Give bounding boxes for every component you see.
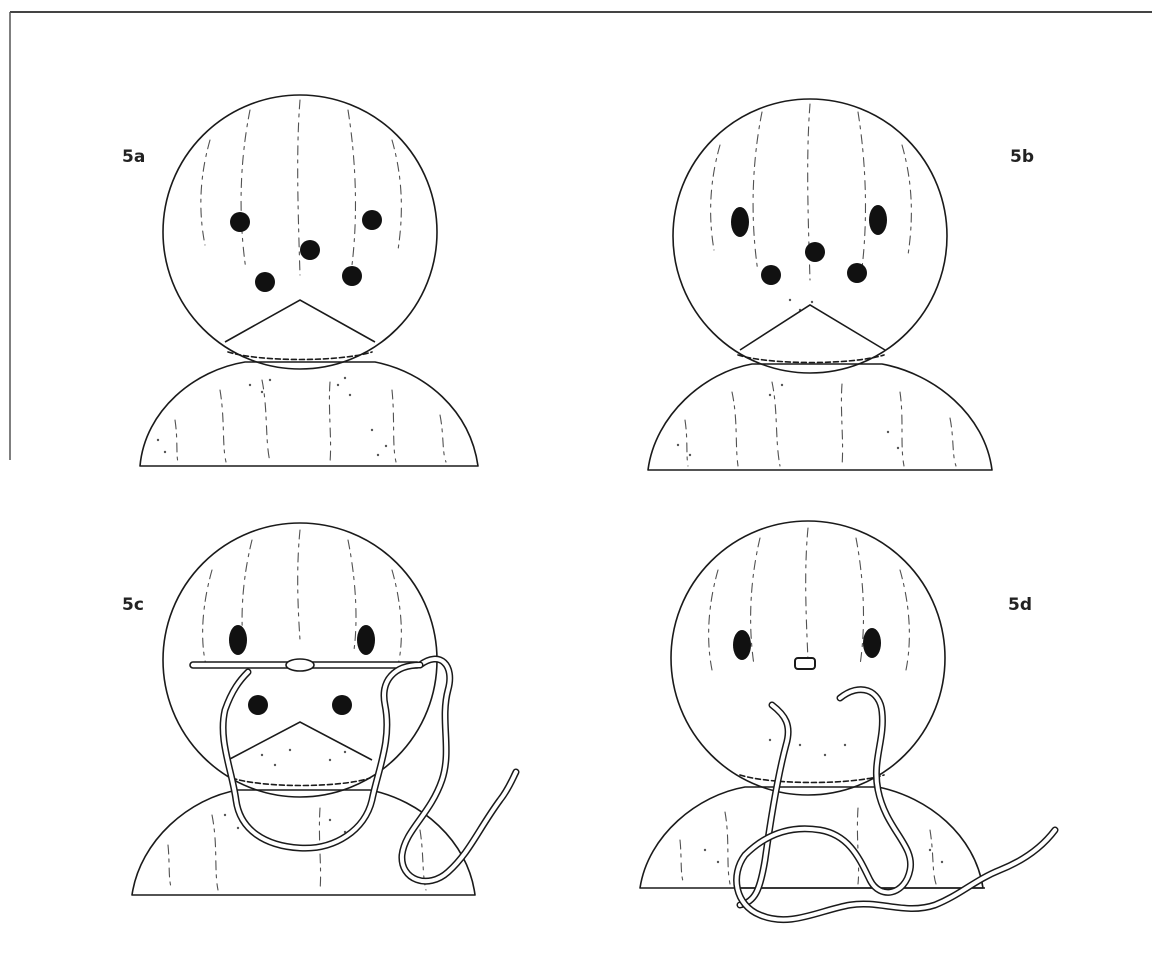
nose-bead: [300, 240, 320, 260]
left-eye-bead: [230, 212, 250, 232]
right-eye: [863, 628, 881, 658]
left-eye: [733, 630, 751, 660]
panel-5b: 5b: [648, 99, 1034, 470]
neck-cord: [232, 778, 370, 786]
head-shape: [673, 99, 947, 373]
panel-5c: 5c: [122, 523, 516, 895]
chin-thread: [228, 722, 372, 760]
right-cheek-bead: [332, 695, 352, 715]
right-eye-bead: [362, 210, 382, 230]
right-eye: [869, 205, 887, 235]
body-shape: [140, 362, 478, 466]
right-cheek-bead: [847, 263, 867, 283]
nose-bead-on-needle: [286, 659, 314, 671]
neck-cord: [228, 352, 372, 360]
nose-bead: [795, 658, 815, 669]
panel-label: 5a: [122, 147, 145, 167]
body-shape: [648, 364, 992, 470]
right-eye: [357, 625, 375, 655]
right-cheek-bead: [342, 266, 362, 286]
left-cheek-bead: [248, 695, 268, 715]
neck-stipple: [157, 377, 387, 456]
head-shape: [163, 95, 437, 369]
chin-thread: [740, 305, 885, 350]
nose-bead: [805, 242, 825, 262]
neck-cord: [738, 355, 884, 363]
left-cheek-bead: [761, 265, 781, 285]
body-hatching: [175, 380, 446, 462]
left-cheek-bead: [255, 272, 275, 292]
left-eye: [229, 625, 247, 655]
neck-cord: [740, 775, 884, 783]
yarn: [737, 690, 1055, 920]
left-eye: [731, 207, 749, 237]
body-hatching: [680, 808, 936, 884]
chin-thread: [225, 300, 375, 342]
panel-5d: 5d: [640, 521, 1055, 920]
yarn: [223, 659, 516, 881]
panel-label: 5b: [1010, 147, 1034, 167]
panel-5a: 5a: [122, 95, 478, 466]
panel-label: 5d: [1008, 595, 1032, 615]
body-hatching: [685, 382, 956, 466]
neck-stipple: [677, 299, 899, 456]
panel-label: 5c: [122, 595, 144, 615]
